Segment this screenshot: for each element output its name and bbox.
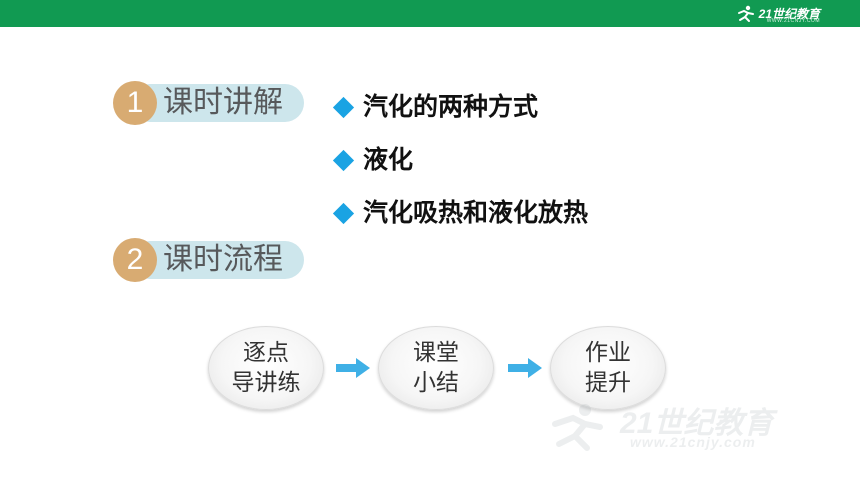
topic-item: 汽化的两种方式 [332,91,539,123]
runner-icon [737,5,754,22]
topic-item: 汽化吸热和液化放热 [332,197,589,229]
flow-step-line: 导讲练 [231,370,301,396]
arrow-right-icon [508,358,542,378]
watermark-url: www.21cnjy.com [630,434,756,450]
flow-step-line: 逐点 [243,340,289,366]
diamond-bullet-icon [332,202,355,224]
brand-url: WWW.21CNJY.COM [766,18,820,24]
diamond-bullet-icon [332,149,355,171]
section-lesson-explanation: 1 课时讲解 [113,81,304,125]
section-title: 课时讲解 [163,85,283,120]
topic-label: 液化 [363,145,414,174]
topic-label: 汽化的两种方式 [363,92,539,121]
section-title: 课时流程 [163,242,283,277]
diamond-bullet-icon [332,96,355,118]
section-number-badge: 2 [113,238,157,282]
topic-label: 汽化吸热和液化放热 [363,198,589,227]
flow-step-homework[interactable]: 作业 提升 [550,326,666,410]
arrow-right-icon [336,358,370,378]
flow-step-summary[interactable]: 课堂 小结 [378,326,494,410]
header-bar: 21世纪教育 WWW.21CNJY.COM [0,0,860,27]
flow-step-practice[interactable]: 逐点 导讲练 [208,326,324,410]
watermark-logo-text: 21世纪教育 [620,407,774,440]
flow-step-line: 小结 [413,370,459,396]
runner-icon [552,404,603,451]
flow-step-line: 作业 [585,340,631,366]
flow-step-line: 提升 [585,370,631,396]
section-lesson-flow: 2 课时流程 [113,238,304,282]
brand-text: 21世纪教育 [758,7,820,21]
watermark: 21世纪教育 www.21cnjy.com [545,398,835,458]
flow-step-line: 课堂 [413,340,459,366]
brand-logo[interactable]: 21世纪教育 WWW.21CNJY.COM [734,4,820,24]
section-number-badge: 1 [113,81,157,125]
topic-item: 液化 [332,144,414,176]
section-pill [131,84,304,122]
section-pill [131,241,304,279]
